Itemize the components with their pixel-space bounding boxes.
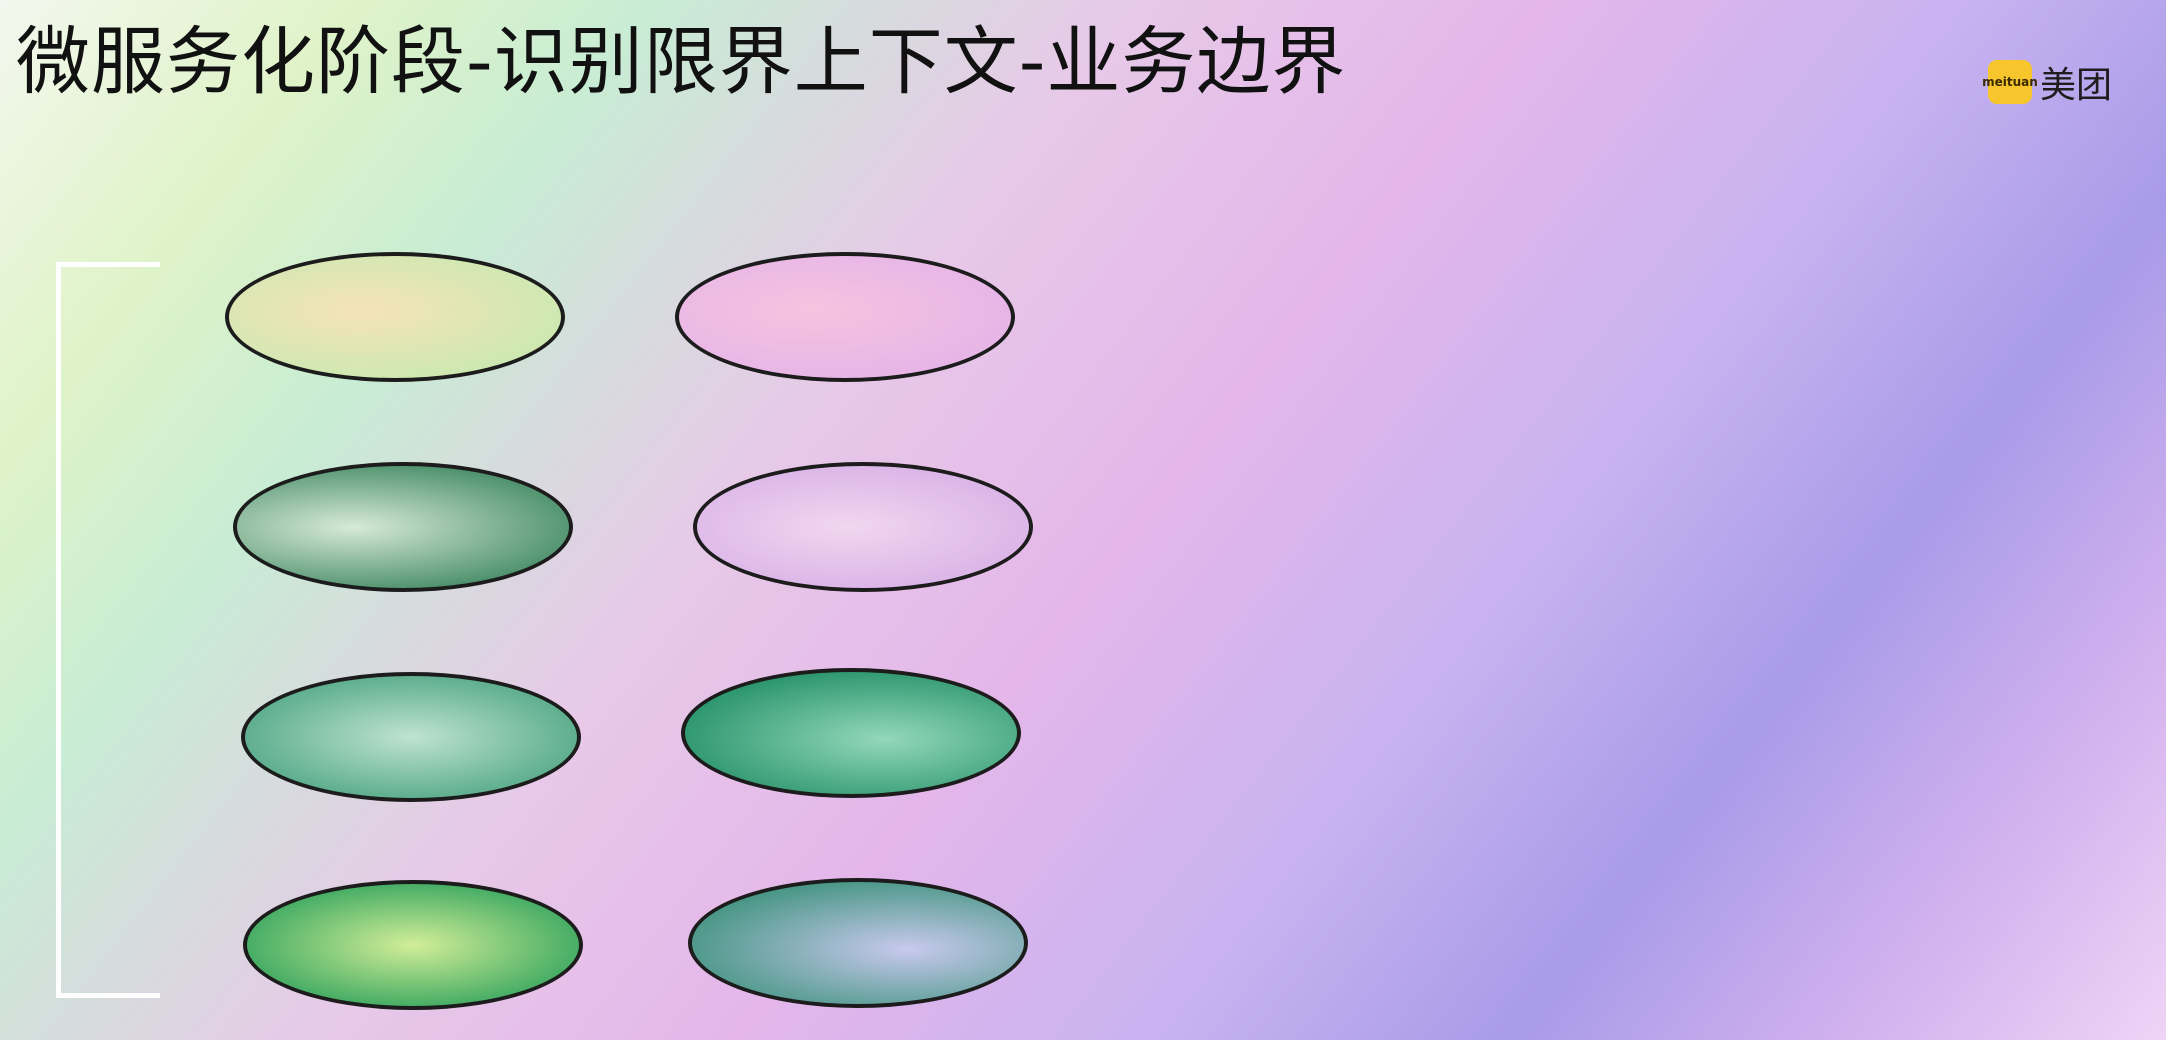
- context-ellipse: [233, 462, 573, 592]
- context-ellipse: [693, 462, 1033, 592]
- context-ellipse: [681, 668, 1021, 798]
- context-ellipse: [688, 878, 1028, 1008]
- meituan-logo-icon: meituan: [1982, 60, 2038, 104]
- context-ellipse: [241, 672, 581, 802]
- context-ellipse: [225, 252, 565, 382]
- context-ellipse: [243, 880, 583, 1010]
- left-bracket: [56, 262, 160, 998]
- meituan-logo: meituan 美团: [1982, 56, 2112, 108]
- page-title: 微服务化阶段-识别限界上下文-业务边界: [16, 19, 1347, 105]
- context-ellipse: [675, 252, 1015, 382]
- logo-text: 美团: [2039, 65, 2112, 106]
